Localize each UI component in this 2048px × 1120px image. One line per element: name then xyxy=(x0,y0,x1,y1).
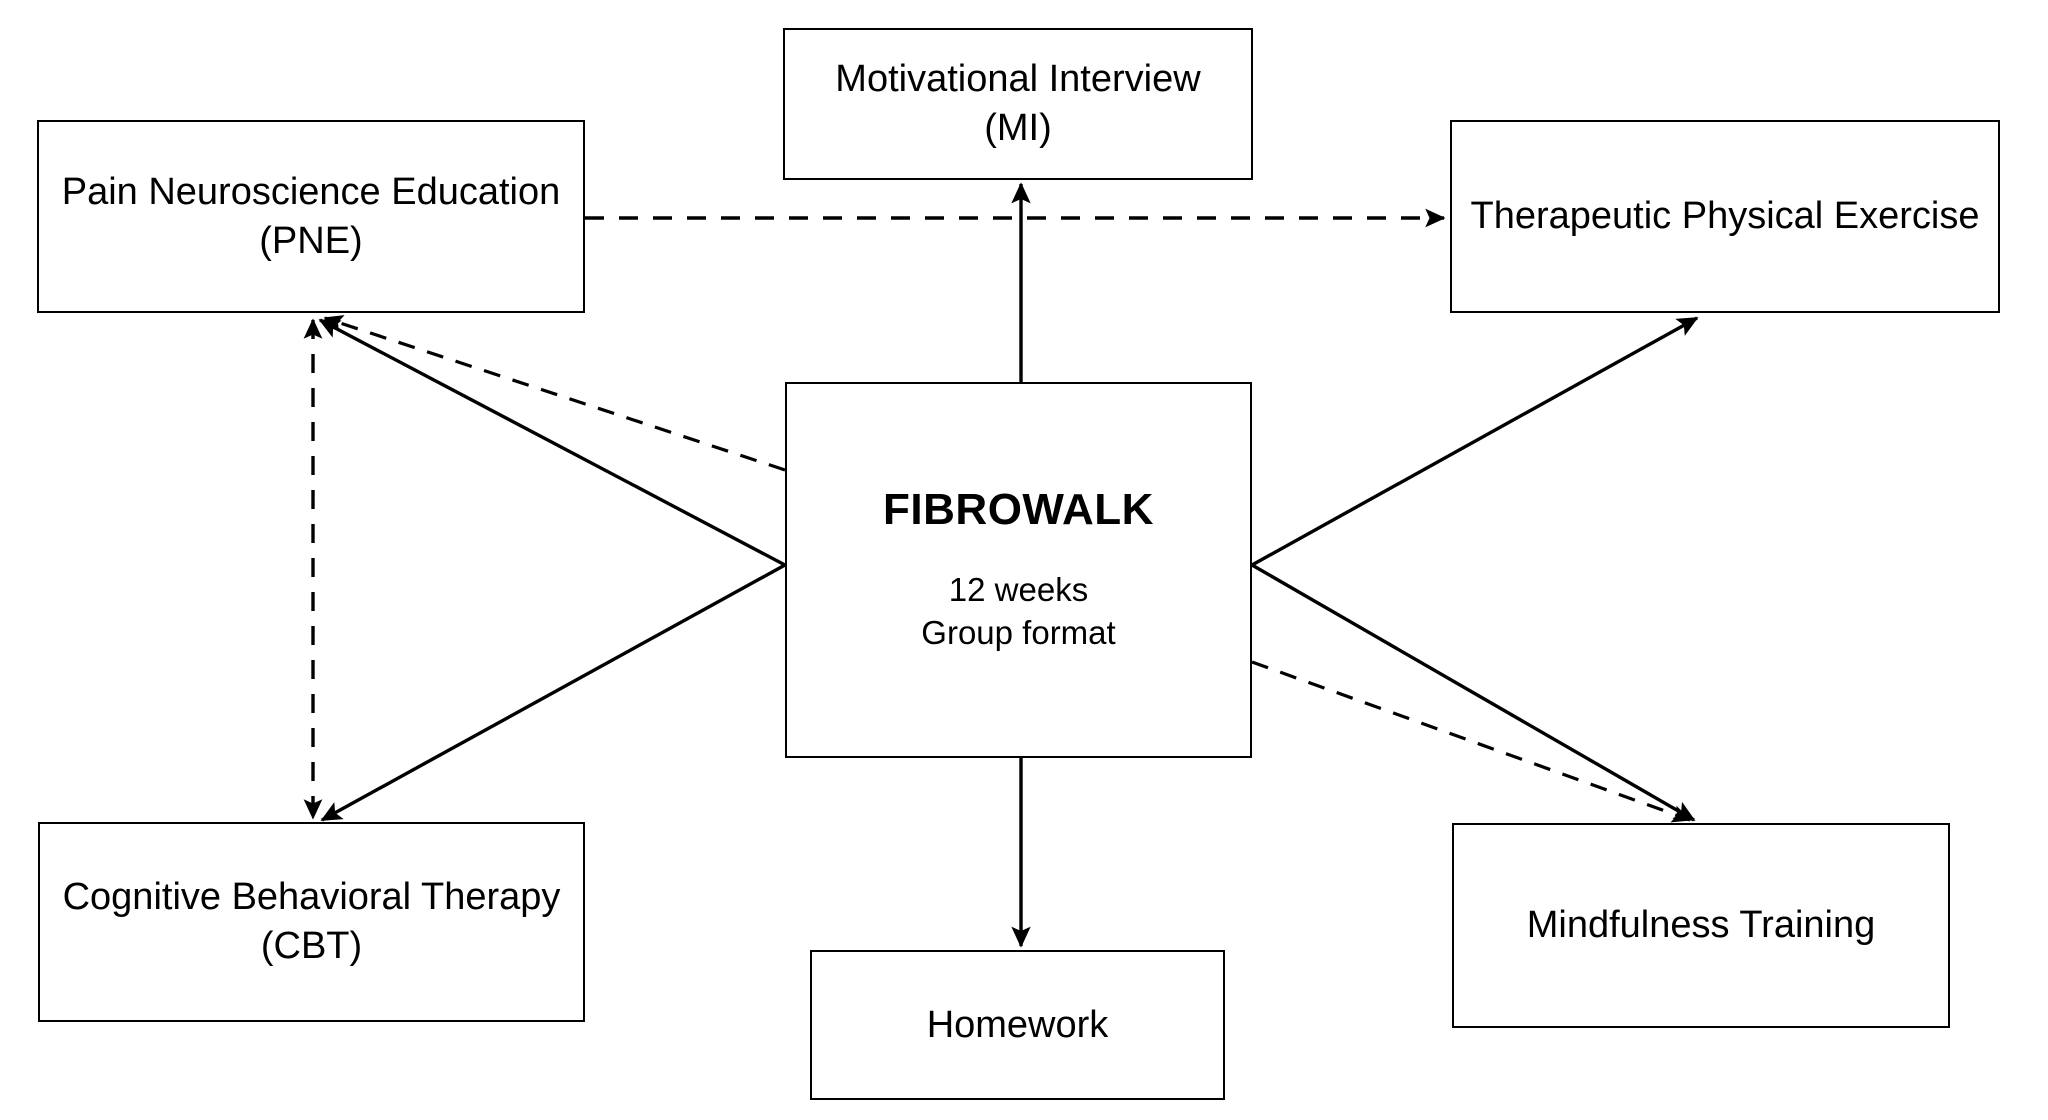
node-pain-neuroscience-education[interactable]: Pain Neuroscience Education (PNE) xyxy=(37,120,585,313)
node-tpe-label: Therapeutic Physical Exercise xyxy=(1470,195,1980,238)
node-fibrowalk-subtitle: 12 weeks Group format xyxy=(921,571,1116,651)
edge-fibrowalk-to-pne xyxy=(318,318,786,567)
node-fibrowalk-title: FIBROWALK xyxy=(883,485,1154,535)
node-homework[interactable]: Homework xyxy=(810,950,1225,1100)
node-cbt-label: Cognitive Behavioral Therapy (CBT) xyxy=(62,876,561,967)
node-mi-label: Motivational Interview (MI) xyxy=(835,58,1201,149)
node-homework-label: Homework xyxy=(926,1003,1109,1046)
node-fibrowalk[interactable]: FIBROWALK 12 weeks Group format xyxy=(785,382,1252,758)
node-motivational-interview[interactable]: Motivational Interview (MI) xyxy=(783,28,1253,180)
node-therapeutic-physical-exercise[interactable]: Therapeutic Physical Exercise xyxy=(1450,120,2000,313)
node-mindfulness-label: Mindfulness Training xyxy=(1526,904,1876,947)
edge-fibrowalk-to-cbt xyxy=(320,563,786,822)
node-mindfulness-training[interactable]: Mindfulness Training xyxy=(1452,823,1950,1028)
node-cognitive-behavioral-therapy[interactable]: Cognitive Behavioral Therapy (CBT) xyxy=(38,822,585,1022)
node-pne-label: Pain Neuroscience Education (PNE) xyxy=(61,170,561,262)
edge-fibrowalk-to-tpe xyxy=(1251,316,1699,567)
edge-fibrowalk-dashed-to-pne xyxy=(323,315,786,472)
edge-fibrowalk-dashed-to-mindfulness xyxy=(1251,660,1692,823)
edge-fibrowalk-to-mindfulness xyxy=(1251,563,1696,822)
